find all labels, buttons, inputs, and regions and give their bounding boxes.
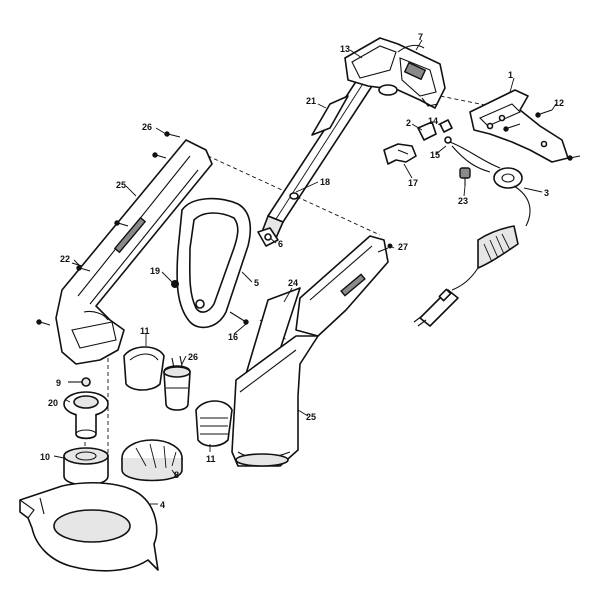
part-18-shaft (261, 79, 373, 239)
callout-18: 18 (320, 177, 330, 187)
callout-19: 19 (150, 266, 160, 276)
callout-labels: 13 7 1 12 2 14 15 17 23 3 21 18 6 27 5 1… (40, 32, 564, 510)
callout-17: 17 (408, 178, 418, 188)
part-13-upper-housing (344, 37, 446, 109)
callout-9: 9 (56, 378, 61, 388)
callout-15: 15 (430, 150, 440, 160)
callout-24: 24 (288, 278, 298, 288)
part-21-label (311, 95, 349, 136)
callout-8: 8 (174, 470, 179, 480)
callout-10: 10 (40, 452, 50, 462)
callout-11-upper: 11 (140, 326, 150, 336)
wiring (449, 141, 501, 173)
part-7-wire (397, 44, 425, 53)
part-1-switch-handle (469, 89, 569, 163)
callout-14: 14 (428, 116, 438, 126)
part-8-fan (121, 439, 183, 482)
callout-25-left: 25 (116, 180, 126, 190)
part-9-screw (68, 377, 91, 387)
callout-4: 4 (160, 500, 165, 510)
callout-12: 12 (554, 98, 564, 108)
part-6-clip (257, 227, 279, 247)
part-11-clip-upper (123, 346, 165, 391)
part-3-cord (413, 167, 531, 327)
callout-26-top: 26 (142, 122, 152, 132)
callout-16: 16 (228, 332, 238, 342)
part-17-trigger (383, 143, 417, 165)
callout-1: 1 (508, 70, 513, 80)
part-25-left-housing (55, 139, 213, 365)
part-12-screws (503, 109, 581, 161)
callout-13: 13 (340, 44, 350, 54)
part-25-lower-housing (231, 335, 319, 467)
callout-27: 27 (398, 242, 408, 252)
callout-11-lower: 11 (206, 454, 216, 464)
callout-5: 5 (254, 278, 259, 288)
part-27-lower-housing (295, 235, 393, 337)
part-10-spool-housing (63, 447, 109, 486)
leader-lines (53, 39, 557, 505)
callout-26-motor: 26 (188, 352, 198, 362)
part-20-spool (63, 391, 109, 440)
callout-2: 2 (406, 118, 411, 128)
part-19-nut (171, 280, 179, 288)
part-4-guard (19, 482, 159, 572)
part-26-motor (163, 355, 191, 411)
part-22-screw (71, 262, 83, 267)
part-23-connector (459, 167, 471, 186)
callout-25-right: 25 (306, 412, 316, 422)
part-26-screws (36, 131, 181, 326)
callout-20: 20 (48, 398, 58, 408)
callout-3: 3 (544, 188, 549, 198)
callout-6: 6 (278, 239, 283, 249)
callout-21: 21 (306, 96, 316, 106)
part-11-clip-lower (195, 400, 233, 447)
callout-22: 22 (60, 254, 70, 264)
part-5-guard (176, 197, 252, 329)
callout-7: 7 (418, 32, 423, 42)
callout-23: 23 (458, 196, 468, 206)
part-2-switch (417, 119, 453, 144)
